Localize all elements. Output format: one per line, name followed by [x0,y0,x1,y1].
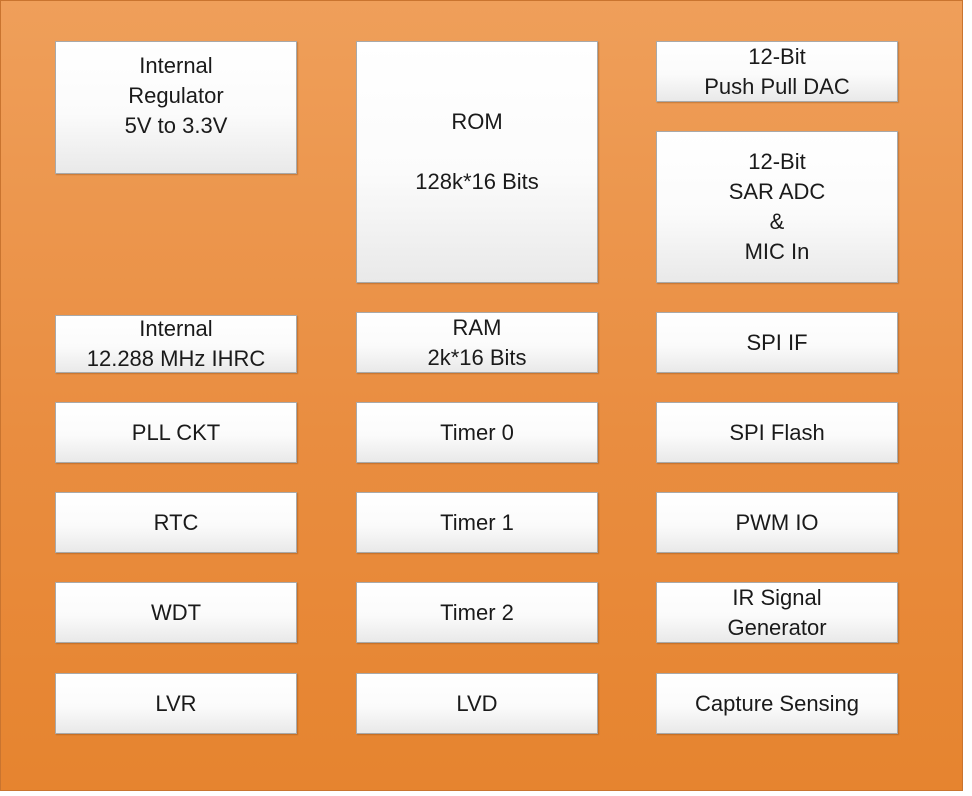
timer-2-label: Timer 2 [440,599,514,625]
timer-0-block: Timer 0 [356,402,598,463]
spi-flash-block: SPI Flash [656,402,898,463]
timer-1-label: Timer 1 [440,509,514,535]
ram-block: RAM 2k*16 Bits [356,312,598,373]
rtc-label: RTC [153,509,199,535]
dac-block: 12-Bit Push Pull DAC [656,41,898,102]
internal-ihrc-label: Internal 12.288 MHz IHRC [86,316,266,371]
wdt-label: WDT [150,599,202,625]
capture-sensing-label: Capture Sensing [695,690,859,716]
lvr-block: LVR [55,673,297,734]
rom-block: ROM 128k*16 Bits [356,41,598,283]
rom-label: ROM 128k*16 Bits [415,109,539,194]
internal-regulator-label: Internal Regulator 5V to 3.3V [124,52,228,138]
lvd-block: LVD [356,673,598,734]
spi-flash-label: SPI Flash [729,419,825,445]
spi-if-block: SPI IF [656,312,898,373]
wdt-block: WDT [55,582,297,643]
ram-label: RAM 2k*16 Bits [427,314,527,370]
adc-block: 12-Bit SAR ADC & MIC In [656,131,898,283]
ir-signal-generator-block: IR Signal Generator [656,582,898,643]
lvr-label: LVR [155,690,197,716]
dac-label: 12-Bit Push Pull DAC [704,43,850,99]
ir-signal-generator-label: IR Signal Generator [727,584,827,640]
pwm-io-label: PWM IO [735,509,819,535]
adc-label: 12-Bit SAR ADC & MIC In [728,149,826,264]
pll-ckt-block: PLL CKT [55,402,297,463]
lvd-label: LVD [456,690,498,716]
rtc-block: RTC [55,492,297,553]
internal-regulator-block: Internal Regulator 5V to 3.3V [55,41,297,174]
internal-ihrc-block: Internal 12.288 MHz IHRC [55,315,297,373]
spi-if-label: SPI IF [746,329,808,355]
pll-ckt-label: PLL CKT [131,419,221,445]
pwm-io-block: PWM IO [656,492,898,553]
capture-sensing-block: Capture Sensing [656,673,898,734]
timer-0-label: Timer 0 [440,419,514,445]
timer-1-block: Timer 1 [356,492,598,553]
timer-2-block: Timer 2 [356,582,598,643]
